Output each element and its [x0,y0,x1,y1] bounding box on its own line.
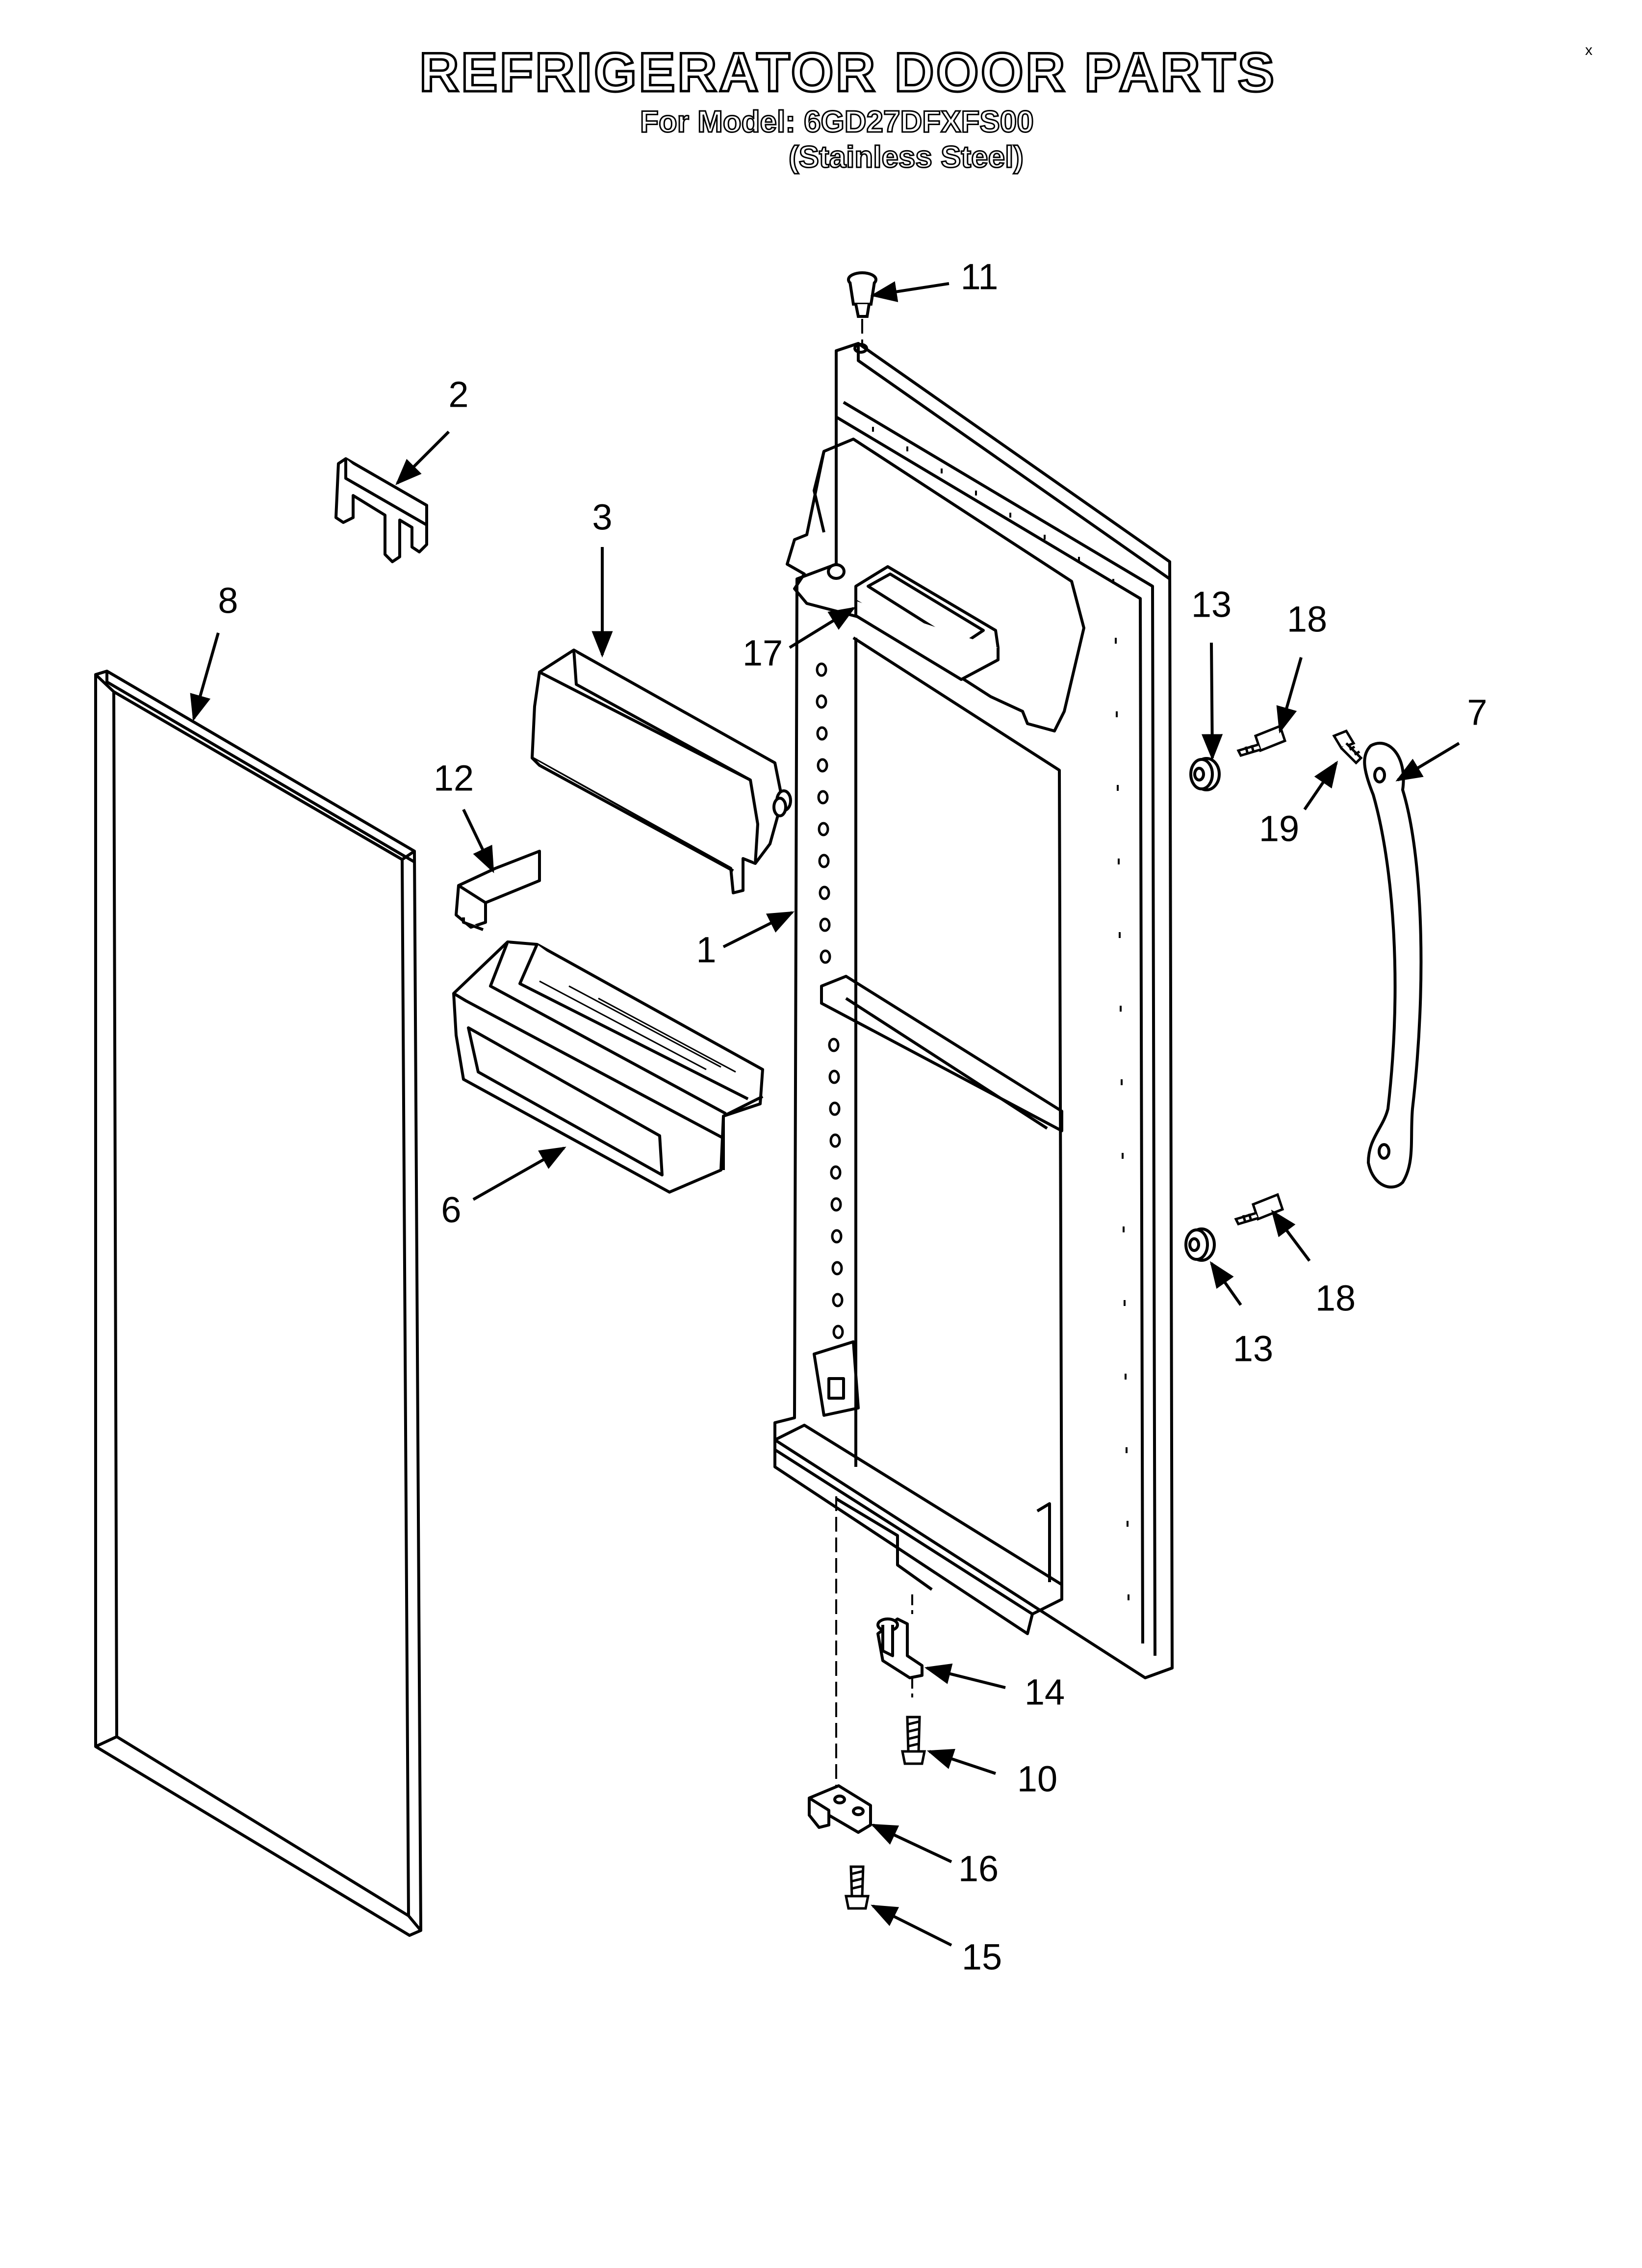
door-handle [1363,741,1423,1189]
lower-hinge [808,1784,872,1834]
callout-6: 6 [441,1190,461,1230]
door-bin [452,940,764,1194]
callout-10: 10 [1017,1759,1057,1799]
handle-spacer-upper [1189,757,1221,791]
diagram-title: REFRIGERATOR DOOR PARTS [418,42,1277,103]
handle-screw [1332,729,1363,765]
dairy-compartment [854,565,1000,681]
shelf-clip [455,850,541,931]
callout-19: 19 [1259,808,1299,849]
callout-12: 12 [434,758,474,799]
diagram-header: REFRIGERATOR DOOR PARTS For Model: 6GD27… [0,0,1642,206]
corner-mark: x [1585,42,1592,58]
callout-7: 7 [1467,692,1487,733]
dairy-door-cover [531,649,792,894]
door-bracket [334,457,428,563]
callout-15: 15 [962,1937,1002,1978]
callout-14: 14 [1025,1672,1065,1713]
handle-screw-upper [1236,724,1287,757]
handle-screw-lower [1234,1193,1284,1225]
callout-18-lower: 18 [1315,1278,1356,1319]
callout-16: 16 [958,1849,999,1889]
callout-3: 3 [592,497,612,538]
callout-13-lower: 13 [1233,1329,1273,1369]
model-number: For Model: 6GD27DFXFS00 [640,105,1035,139]
leader-lines [190,281,1460,1947]
door-liner-assembly [773,342,1174,1679]
callout-18-upper: 18 [1287,599,1327,640]
callout-labels: 11 2 3 8 17 13 18 7 19 12 1 6 18 13 14 1… [218,257,1487,1978]
shelf-mounting-holes [816,662,844,1339]
callout-1: 1 [696,930,716,970]
callout-2: 2 [448,374,468,415]
callout-13-upper: 13 [1191,584,1232,625]
hinge-bushing [876,1617,924,1679]
callout-17: 17 [743,633,783,674]
hinge-screw [900,1716,926,1765]
callout-8: 8 [218,580,238,621]
handle-spacer-lower [1184,1227,1216,1262]
hinge-plug [847,271,877,318]
hinge-mounting-screw [844,1865,870,1910]
callout-11: 11 [961,257,999,297]
finish-label: (Stainless Steel) [788,140,1025,174]
door-gasket [94,670,422,1937]
